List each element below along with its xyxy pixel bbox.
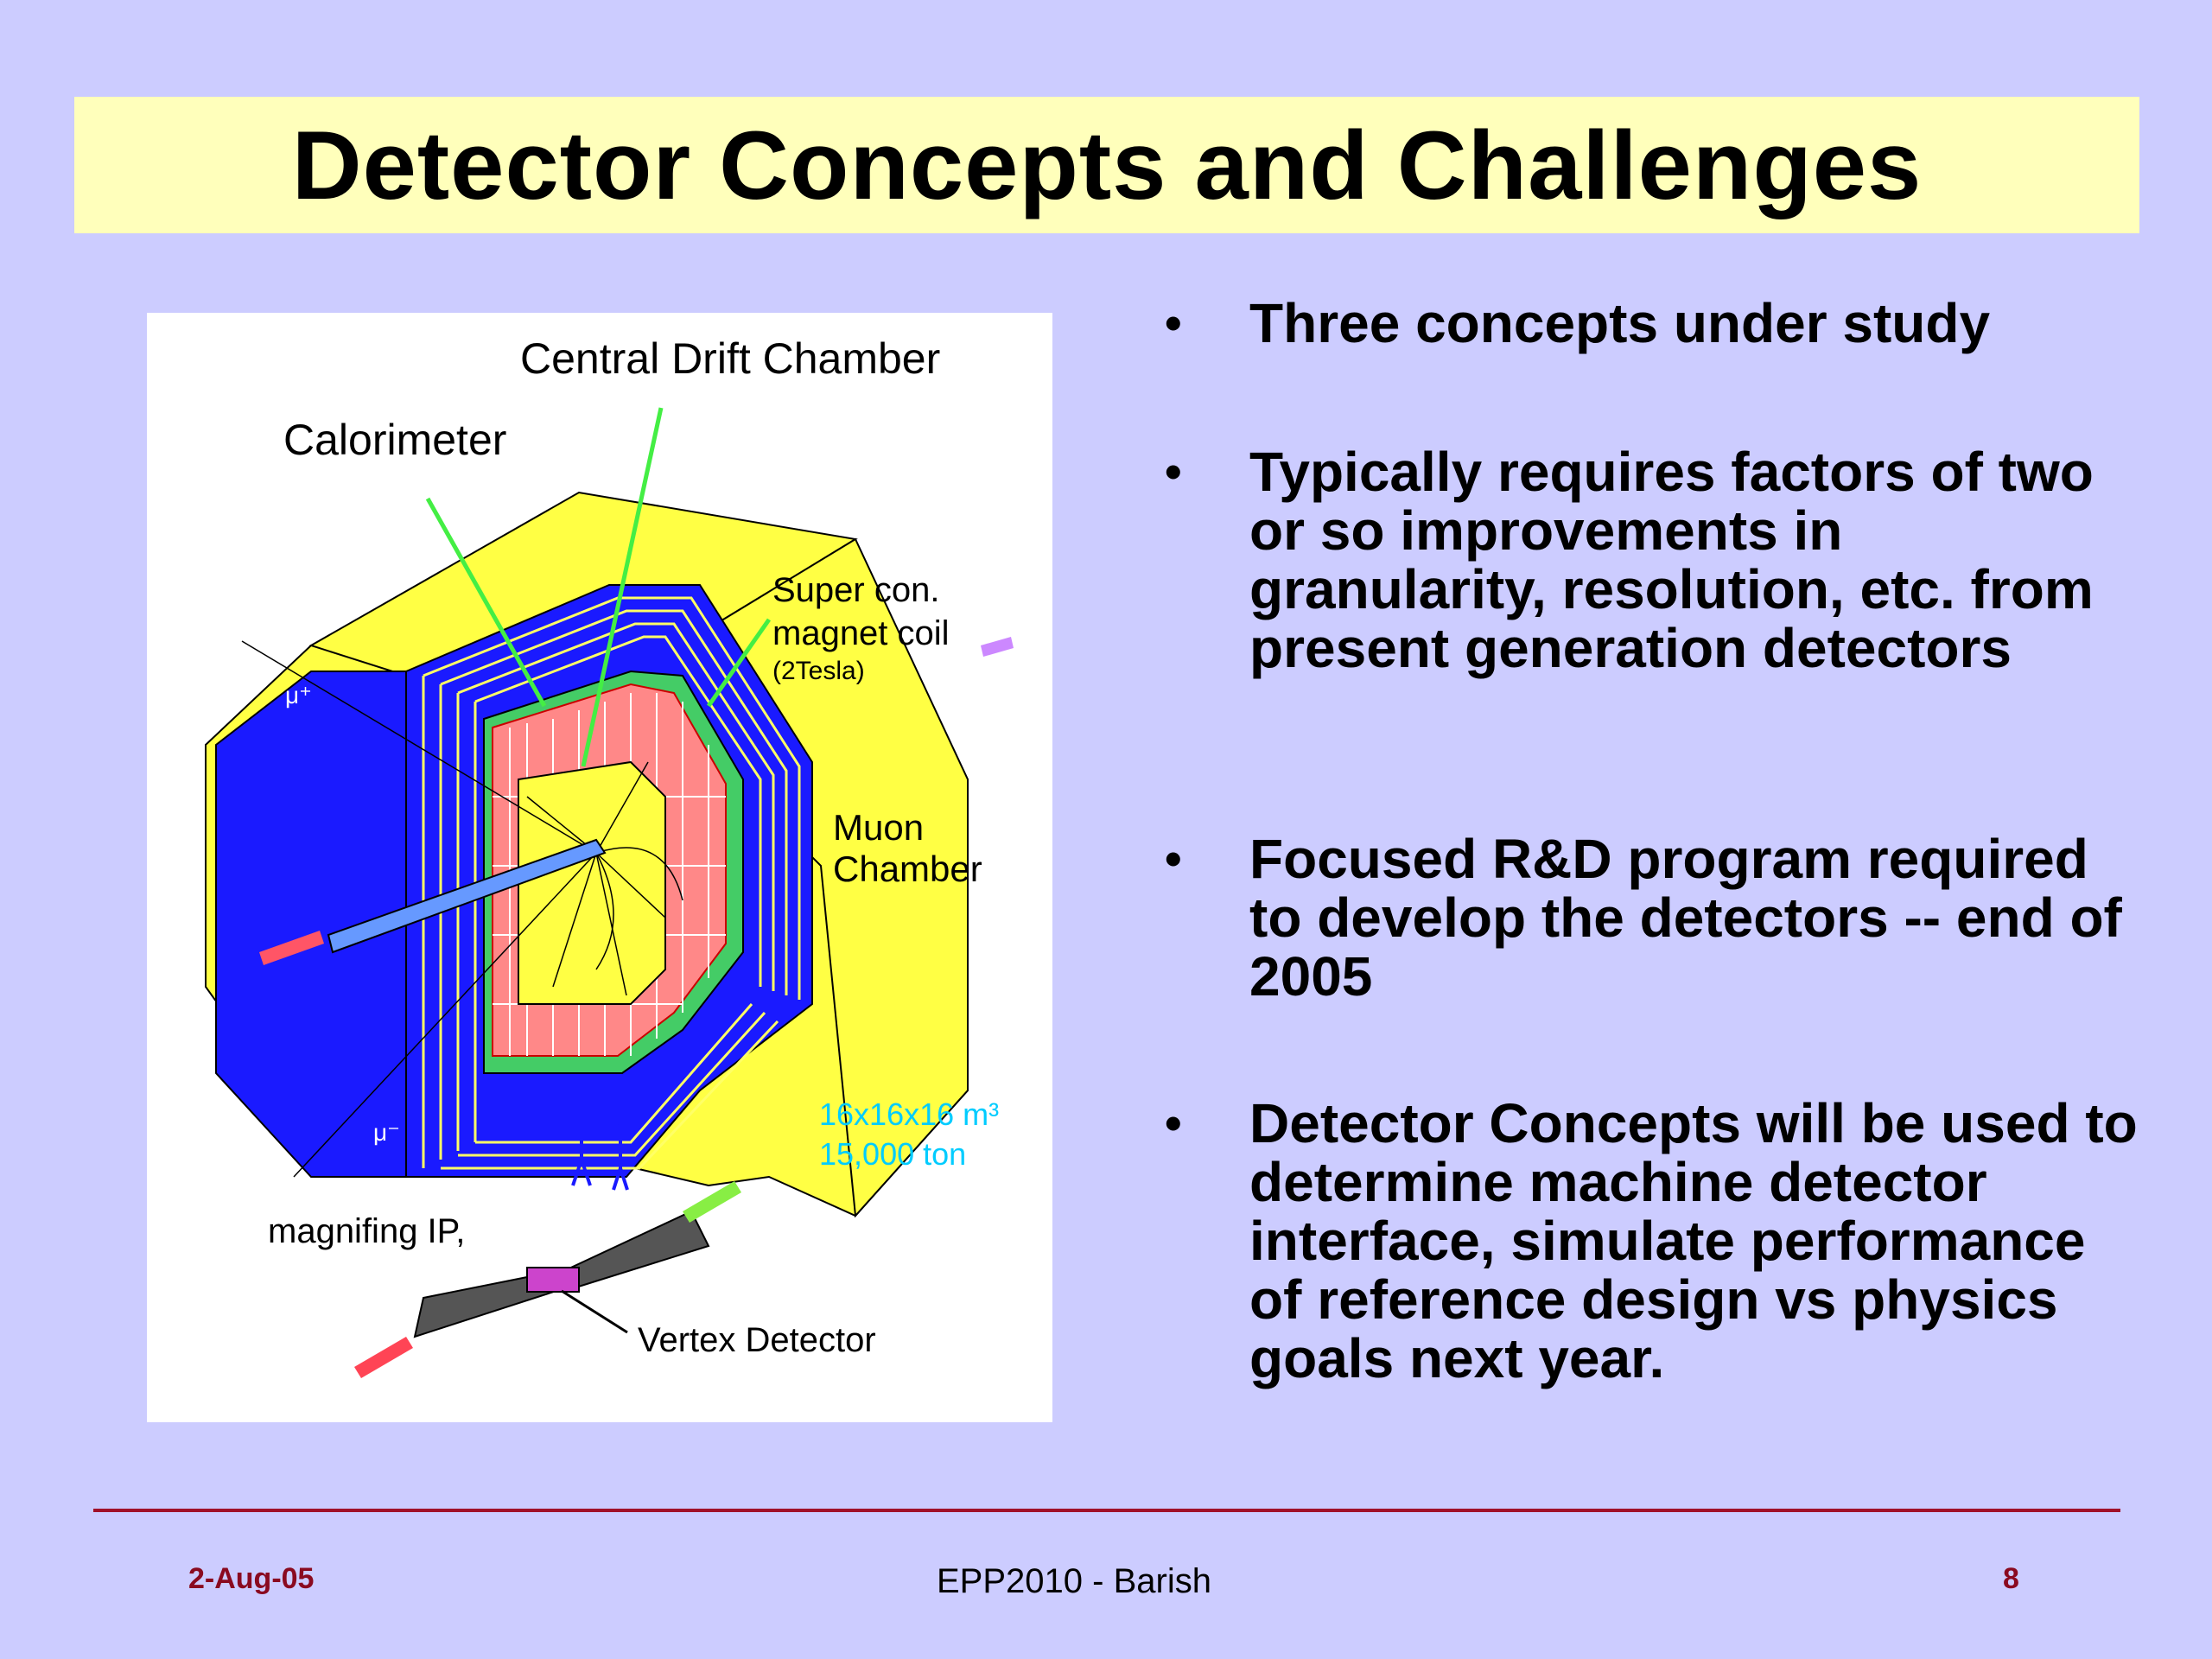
label-weight: 15,000 ton — [819, 1136, 966, 1172]
bullet-dot: • — [1165, 831, 1182, 886]
bullet-item: • Detector Concepts will be used to dete… — [1158, 1094, 2148, 1388]
label-magnifing-ip: magnifing IP, — [268, 1212, 465, 1250]
muon-layer-lines — [422, 596, 801, 1170]
detector-figure: Central Drift Chamber Calorimeter Super … — [147, 313, 1052, 1422]
page-number: 8 — [2003, 1562, 2019, 1595]
detector-diagram: Central Drift Chamber Calorimeter Super … — [205, 334, 1014, 1378]
label-magnet-coil: magnet coil — [772, 614, 950, 652]
human-figures — [570, 1109, 629, 1191]
label-vertex-detector: Vertex Detector — [638, 1321, 876, 1359]
beam-pipe — [327, 838, 607, 954]
bullet-text: Typically requires factors of two or so … — [1249, 441, 2094, 679]
label-central-drift-chamber: Central Drift Chamber — [520, 334, 940, 383]
drift-chamber — [518, 760, 666, 1005]
ip-arrow-red — [354, 1337, 413, 1378]
bullet-dot: • — [1165, 1096, 1182, 1150]
footer-date: 2-Aug-05 — [188, 1562, 315, 1595]
label-size: 16x16x16 m³ — [819, 1096, 999, 1132]
vertex-pointer — [561, 1289, 628, 1334]
particle-tracks — [241, 640, 683, 1178]
ip-arrow-green — [683, 1181, 741, 1223]
pointer-lines — [425, 407, 772, 767]
vertex-detector-box — [526, 1267, 580, 1293]
bullet-dot: • — [1165, 296, 1182, 350]
label-chamber: Chamber — [833, 849, 982, 889]
label-super-con: Super con. — [772, 571, 939, 609]
label-muon: Muon — [833, 807, 924, 848]
incoming-beam-arrow — [259, 931, 324, 965]
slide-title: Detector Concepts and Challenges — [291, 111, 1923, 219]
footer-presentation: EPP2010 - Barish — [937, 1562, 1211, 1600]
bullet-item: • Three concepts under study — [1158, 294, 2148, 353]
label-mu-minus: μ⁻ — [373, 1119, 400, 1146]
label-2tesla: (2Tesla) — [772, 657, 865, 685]
bullet-item: • Typically requires factors of two or s… — [1158, 442, 2148, 677]
incoming-beam-arrow-2 — [981, 637, 1014, 657]
ip-cone-right — [560, 1210, 710, 1291]
label-mu-plus: μ⁺ — [285, 682, 312, 709]
label-calorimeter: Calorimeter — [283, 416, 506, 464]
title-bar: Detector Concepts and Challenges — [74, 97, 2139, 233]
bullet-dot: • — [1165, 444, 1182, 499]
bullet-text: Focused R&D program required to develop … — [1249, 828, 2122, 1007]
bullet-text: Detector Concepts will be used to determ… — [1249, 1092, 2138, 1389]
bullet-text: Three concepts under study — [1249, 292, 1991, 354]
bullet-item: • Focused R&D program required to develo… — [1158, 830, 2148, 1006]
footer-divider — [93, 1509, 2120, 1512]
